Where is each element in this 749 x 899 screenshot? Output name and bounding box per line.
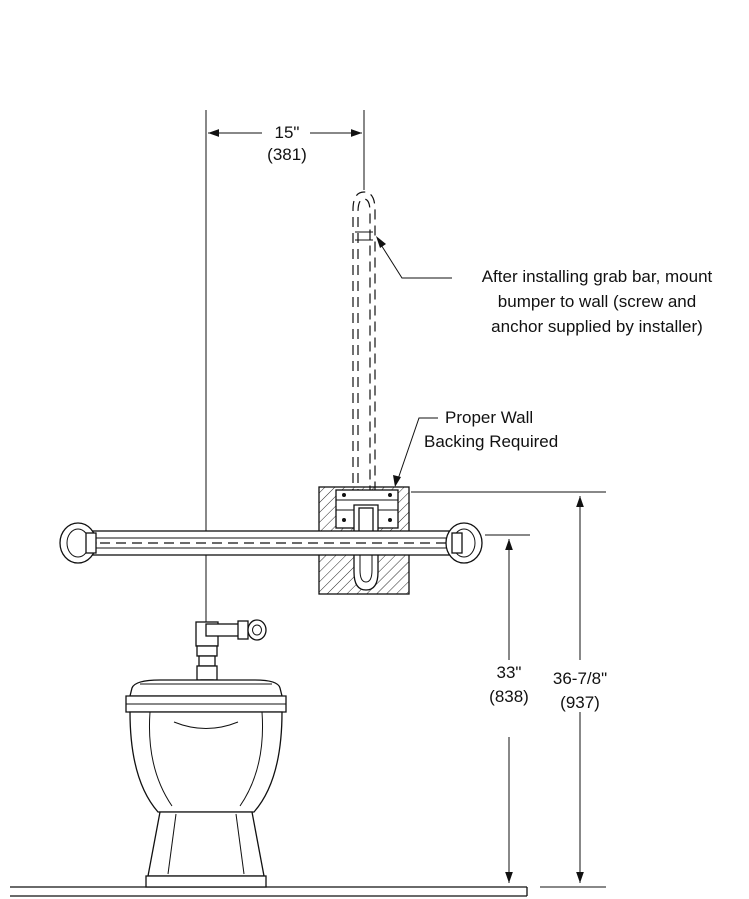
bumper-note-line3: anchor supplied by installer) xyxy=(491,317,703,336)
vertical-grab-bar-raised xyxy=(352,191,376,515)
bumper-note-line2: bumper to wall (screw and xyxy=(498,292,696,311)
dimension-33-in: 33" (838) xyxy=(485,534,530,883)
floor-line xyxy=(10,886,528,897)
bumper-note: After installing grab bar, mount bumper … xyxy=(376,236,713,336)
toilet-bowl xyxy=(125,679,287,888)
dimension-15-label: 15" xyxy=(275,123,300,142)
dimension-36-7-8-metric-label: (937) xyxy=(560,693,600,712)
bumper-note-line1: After installing grab bar, mount xyxy=(482,267,713,286)
backing-note: Proper Wall Backing Required xyxy=(393,408,558,487)
dimension-15-metric-label: (381) xyxy=(267,145,307,164)
dimension-33-label: 33" xyxy=(497,663,522,682)
flush-valve xyxy=(195,619,267,689)
dimension-33-metric-label: (838) xyxy=(489,687,529,706)
backing-note-line2: Backing Required xyxy=(424,432,558,451)
dimension-36-7-8-label: 36-7/8" xyxy=(553,669,607,688)
horizontal-grab-bar xyxy=(59,522,483,564)
backing-note-line1: Proper Wall xyxy=(445,408,533,427)
dimension-36-7-8-in: 36-7/8" (937) xyxy=(411,491,607,888)
